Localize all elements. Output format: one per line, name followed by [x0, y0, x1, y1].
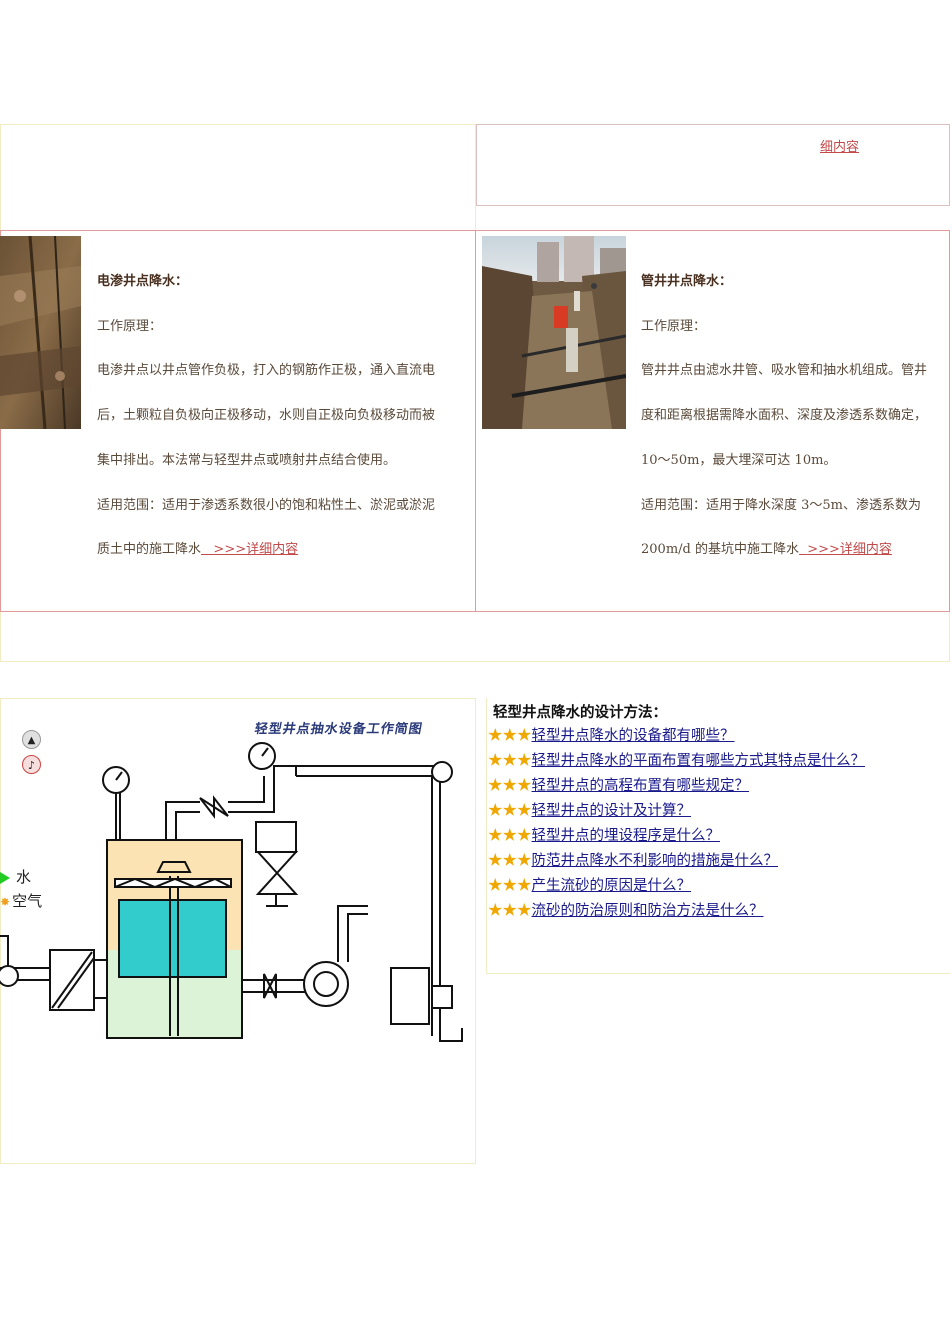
star-rating-icon: ★★★: [488, 853, 532, 869]
questions-title: 轻型井点降水的设计方法：: [493, 704, 667, 721]
water-tank: [118, 899, 227, 978]
left-card-line: 电渗井点以井点管作负极，打入的钢筋作正极，通入直流电: [97, 363, 436, 379]
star-rating-icon: ★★★: [488, 903, 532, 919]
right-card-more-link[interactable]: >>>详细内容: [807, 542, 892, 558]
right-card-last-line: 200m/d 的基坑中施工降水 >>>详细内容: [641, 528, 950, 573]
cards-divider: [475, 230, 476, 612]
question-item: ★★★轻型井点的高程布置有哪些规定？: [488, 774, 950, 799]
question-item: ★★★产生流砂的原因是什么？: [488, 874, 950, 899]
question-item: ★★★轻型井点降水的设备都有哪些？: [488, 724, 950, 749]
right-card-line: 200m/d 的基坑中施工降水: [641, 542, 799, 558]
questions-panel: [486, 698, 950, 974]
question-link[interactable]: 轻型井点降水的设备都有哪些？: [531, 728, 735, 744]
star-rating-icon: ★★★: [488, 753, 532, 769]
left-card-line: 适用范围：适用于渗透系数很小的饱和粘性土、淤泥或淤泥: [97, 497, 436, 513]
right-card: 管井井点降水： 工作原理： 管井井点由滤水井管、吸水管和抽水机组成。管井 度和距…: [641, 260, 950, 573]
questions-list: 轻型井点降水的设计方法： ★★★轻型井点降水的设备都有哪些？ ★★★轻型井点降水…: [488, 702, 950, 924]
left-card-line: 质土中的施工降水: [97, 542, 202, 558]
play-up-button[interactable]: ▲: [22, 730, 41, 749]
mute-sound-button[interactable]: ♪: [22, 755, 41, 774]
legend-water-arrow-icon: [0, 871, 10, 884]
question-item: ★★★防范井点降水不利影响的措施是什么？: [488, 849, 950, 874]
left-card-last-line: 质土中的施工降水 >>>详细内容: [97, 528, 471, 573]
legend-air: ✸空气: [0, 890, 42, 911]
top-band-right: [476, 124, 950, 206]
right-card-principle-label: 工作原理：: [641, 318, 707, 334]
diagram-frame: [0, 698, 476, 1164]
left-card-line: 集中排出。本法常与轻型井点或喷射井点结合使用。: [97, 452, 397, 468]
right-card-line: 管井井点由滤水井管、吸水管和抽水机组成。管井: [641, 363, 928, 379]
question-link[interactable]: 轻型井点降水的平面布置有哪些方式其特点是什么？: [531, 753, 866, 769]
right-card-line: 适用范围：适用于降水深度 3～5m、渗透系数为: [641, 497, 922, 513]
diagram-title: 轻型井点抽水设备工作简图: [253, 722, 424, 737]
question-link[interactable]: 轻型井点的高程布置有哪些规定？: [531, 778, 750, 794]
electro-osmosis-photo: [0, 236, 81, 429]
left-card-title: 电渗井点降水：: [97, 274, 189, 289]
vessel-outline: [106, 839, 243, 1039]
legend-air-label: 空气: [12, 892, 43, 910]
right-card-title: 管井井点降水：: [641, 274, 733, 289]
left-card: 电渗井点降水： 工作原理： 电渗井点以井点管作负极，打入的钢筋作正极，通入直流电…: [97, 260, 471, 573]
wellpoint-equipment-diagram: [0, 742, 463, 1042]
right-card-line: 度和距离根据需降水面积、深度及渗透系数确定，: [641, 408, 928, 424]
question-item: ★★★流砂的防治原则和防治方法是什么？: [488, 899, 950, 924]
left-card-principle-label: 工作原理：: [97, 318, 163, 334]
question-link[interactable]: 防范井点降水不利影响的措施是什么？: [531, 853, 779, 869]
question-link[interactable]: 轻型井点的设计及计算？: [531, 803, 692, 819]
top-band-left: [0, 124, 476, 230]
question-link[interactable]: 流砂的防治原则和防治方法是什么？: [531, 903, 764, 919]
triangle-up-icon: ▲: [27, 735, 36, 746]
question-item: ★★★轻型井点的埋设程序是什么？: [488, 824, 950, 849]
star-rating-icon: ★★★: [488, 878, 532, 894]
star-rating-icon: ★★★: [488, 778, 532, 794]
legend-water-label: 水: [16, 868, 32, 886]
left-card-more-link[interactable]: >>>详细内容: [213, 542, 299, 558]
star-rating-icon: ★★★: [488, 828, 532, 844]
tube-well-photo: [482, 236, 626, 429]
question-item: ★★★轻型井点降水的平面布置有哪些方式其特点是什么？: [488, 749, 950, 774]
left-card-line: 后，土颗粒自负极向正极移动，水则自正极向负极移动而被: [97, 408, 436, 424]
music-note-icon: ♪: [27, 759, 36, 772]
top-detail-link[interactable]: 细内容: [820, 140, 860, 155]
star-rating-icon: ★★★: [488, 803, 532, 819]
star-rating-icon: ★★★: [488, 728, 532, 744]
question-item: ★★★轻型井点的设计及计算？: [488, 799, 950, 824]
question-link[interactable]: 产生流砂的原因是什么？: [531, 878, 692, 894]
legend-water: 水: [0, 866, 31, 887]
question-link[interactable]: 轻型井点的埋设程序是什么？: [531, 828, 721, 844]
legend-air-sparkle-icon: ✸: [0, 895, 11, 909]
bottom-band: [0, 612, 950, 662]
right-card-line: 10～50m，最大埋深可达 10m。: [641, 452, 837, 468]
